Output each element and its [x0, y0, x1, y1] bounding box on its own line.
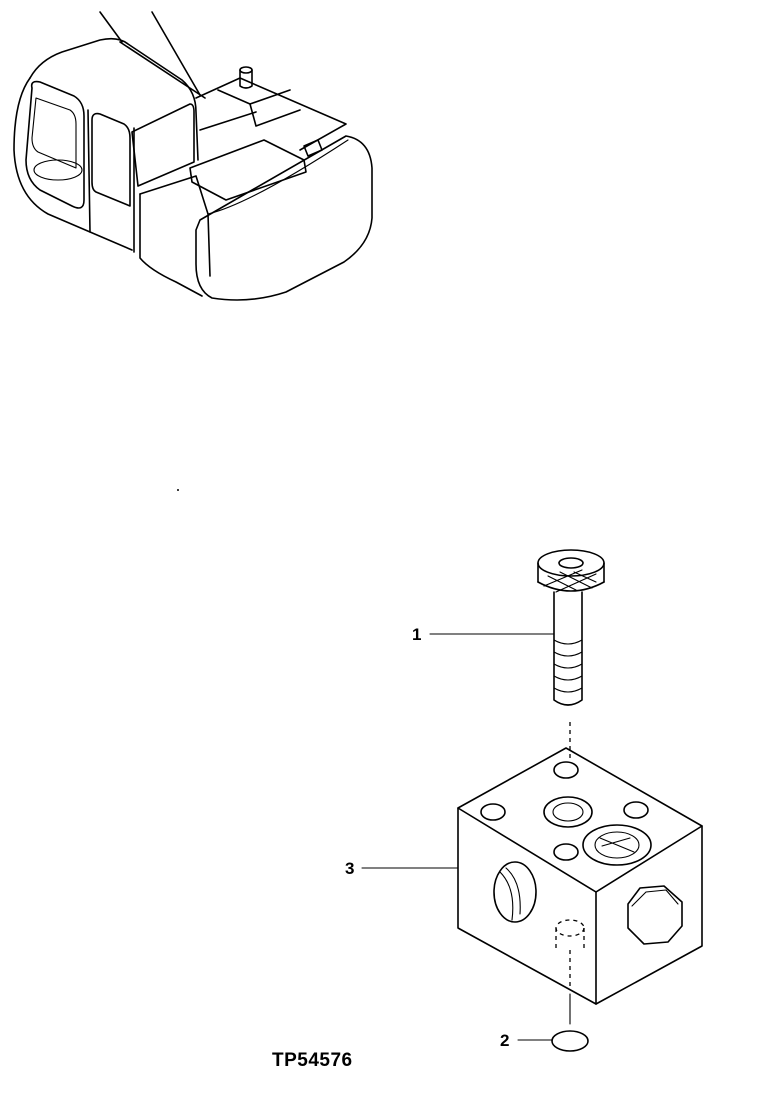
callout-2: 2 — [500, 1031, 510, 1050]
excavator-location-view — [13, 11, 373, 301]
cap-screw-drawing — [537, 549, 605, 706]
callout-3: 3 — [345, 859, 355, 878]
valve-block-drawing — [457, 747, 703, 1005]
o-ring-drawing — [551, 1030, 589, 1052]
figure-id: TP54576 — [272, 1050, 353, 1071]
stray-mark — [177, 489, 179, 491]
callout-1: 1 — [412, 625, 422, 644]
